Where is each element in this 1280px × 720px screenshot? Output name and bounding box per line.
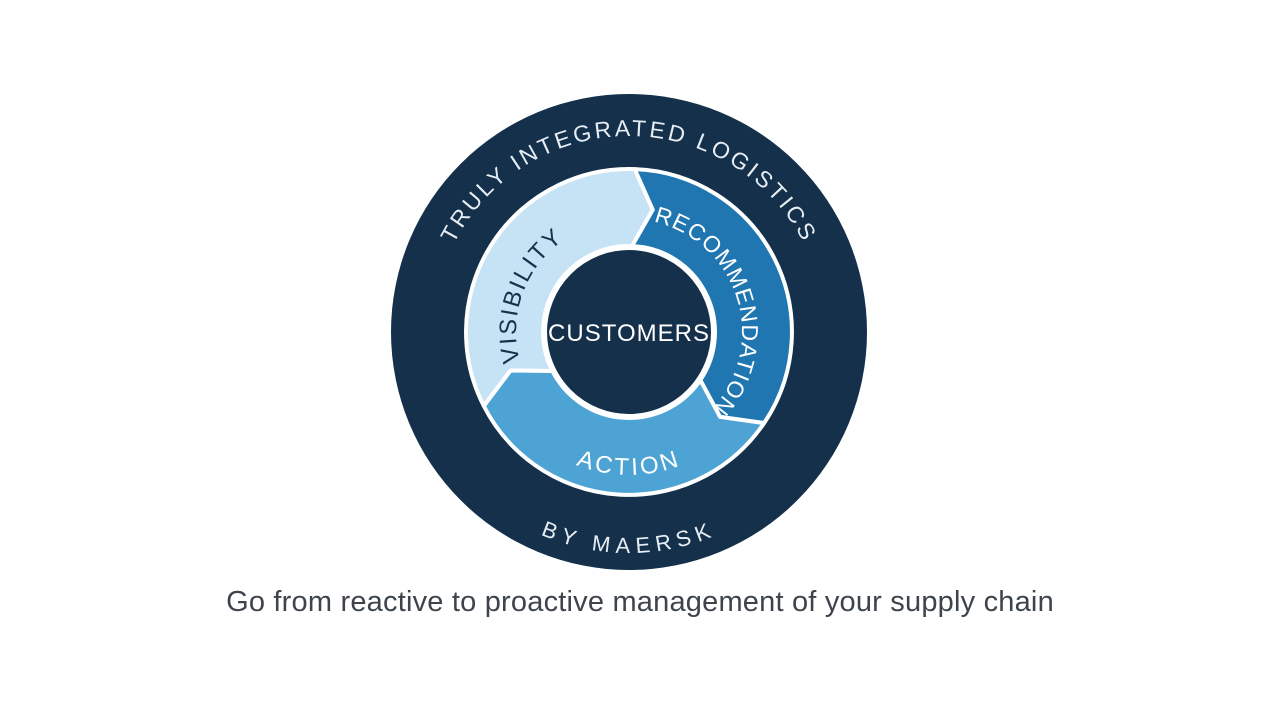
caption-text: Go from reactive to proactive management…: [226, 586, 1054, 618]
customers-circle: [543, 246, 715, 418]
customers-label: CUSTOMERS: [548, 320, 710, 347]
cycle-segments: [464, 167, 794, 497]
